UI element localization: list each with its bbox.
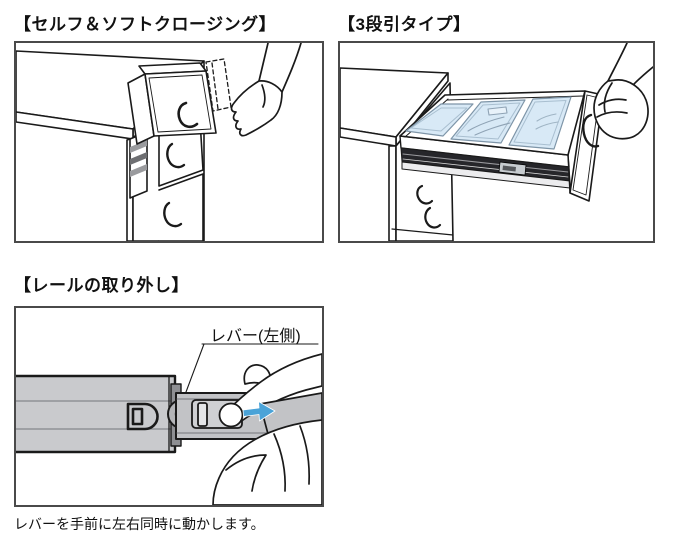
lever-label-leader-line	[185, 343, 319, 393]
outer-rail	[16, 374, 177, 454]
self-soft-closing-illustration	[16, 43, 302, 241]
rail-removal-illustration	[16, 343, 322, 505]
release-lever	[197, 402, 208, 427]
panel-three-stage-pull	[338, 41, 655, 243]
pressing-hand	[212, 353, 322, 505]
lever-label: レバー(左側)	[210, 328, 301, 345]
three-stage-pull-illustration	[340, 43, 653, 241]
latch	[126, 402, 159, 431]
push-direction-arrow-icon	[242, 401, 276, 422]
tray-right	[508, 96, 572, 150]
tray-left	[405, 103, 474, 137]
rail-removal-caption: レバーを手前に左右同時に動かします。	[14, 516, 265, 532]
panel-rail-removal: レバー(左側)	[14, 306, 324, 507]
section-heading-self-soft-closing: 【セルフ＆ソフトクロージング】	[14, 15, 277, 34]
fingertip	[218, 402, 244, 428]
tray-middle	[450, 99, 526, 144]
slide-rail-gap	[129, 131, 148, 199]
pushing-hand	[230, 43, 302, 137]
section-heading-three-stage-pull: 【3段引タイプ】	[338, 15, 471, 34]
open-drawer	[127, 62, 217, 145]
panel-self-soft-closing	[14, 41, 324, 243]
open-drawer-interior	[399, 90, 586, 156]
pulling-hand	[593, 43, 653, 140]
section-heading-rail-removal: 【レールの取り外し】	[14, 276, 189, 295]
lower-fingers	[212, 419, 322, 505]
